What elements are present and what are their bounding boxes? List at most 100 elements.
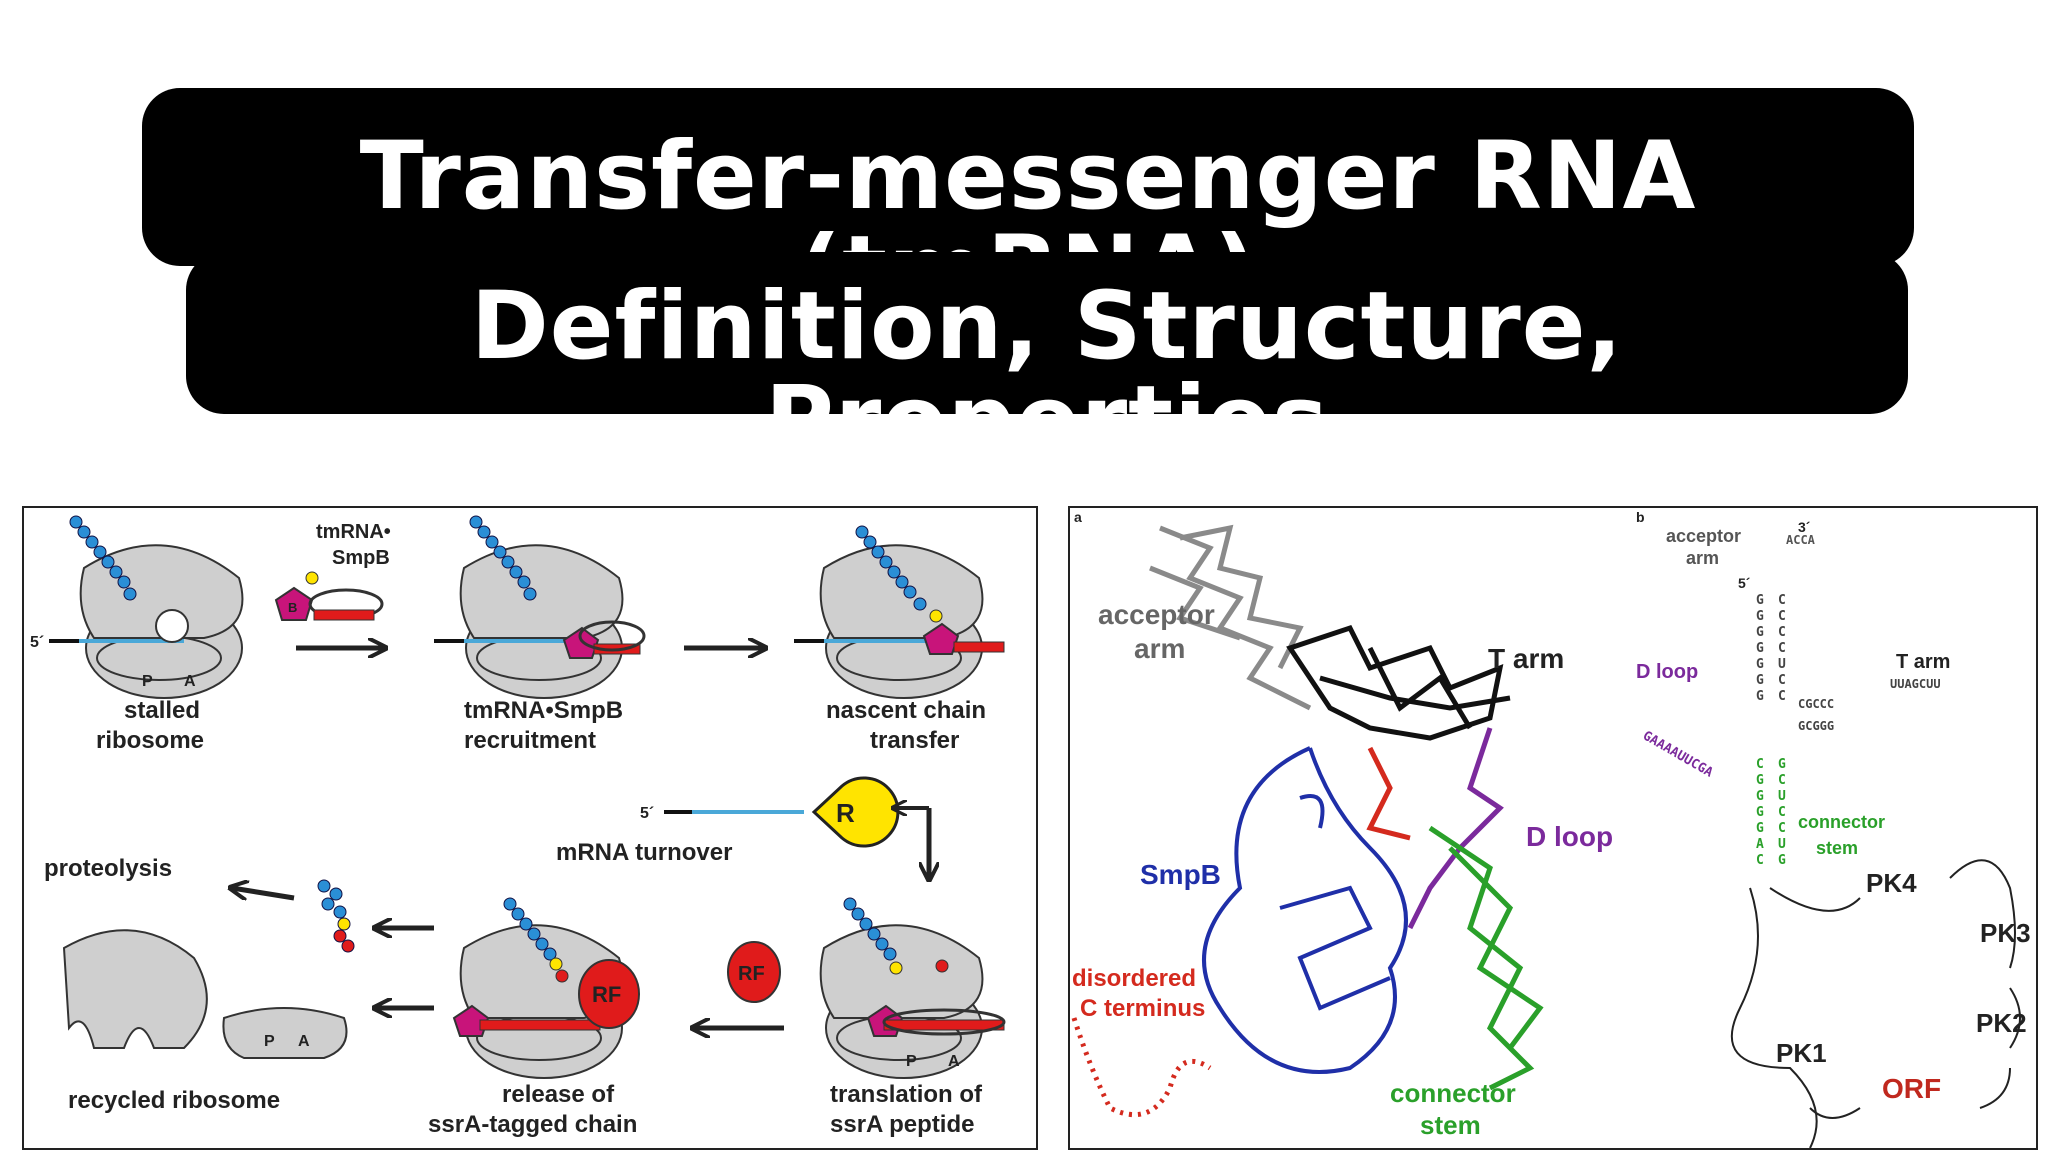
ribosome-recruitment: tmRNA•SmpB recruitment [434, 515, 646, 754]
svg-text:5´: 5´ [640, 805, 654, 822]
acceptor-arm-label-l2: arm [1134, 633, 1185, 664]
b-connector-l2: stem [1816, 838, 1858, 858]
tmrna-smpb-complex: tmRNA• SmpB B [274, 521, 391, 621]
nucleotide: G [1756, 593, 1764, 608]
nucleotide: C [1778, 821, 1786, 836]
svg-text:A: A [298, 1033, 310, 1050]
b-five-prime: 5´ [1738, 575, 1751, 591]
nucleotide: A [1756, 837, 1764, 852]
b-three-prime: 3´ [1798, 519, 1811, 535]
disordered-label-l1: disordered [1072, 965, 1196, 992]
nucleotide: G [1778, 853, 1786, 868]
step-recruit-l2: recruitment [464, 727, 596, 754]
ribosome-translation: P A translation of ssrA peptide [819, 897, 1006, 1138]
step-translation-l1: translation of [830, 1081, 983, 1108]
title-banner-line-2: Definition, Structure, Properties [186, 252, 1908, 468]
smpb-marker-1: B [288, 600, 297, 615]
panel-a-label: a [1074, 509, 1082, 525]
connector-label-l1: connector [1390, 1078, 1516, 1108]
svg-text:A: A [948, 1053, 960, 1070]
nucleotide: U [1778, 657, 1786, 672]
svg-text:P: P [906, 1053, 917, 1070]
connector-stem-model [1428, 825, 1544, 1091]
step-proteolysis: proteolysis [44, 855, 172, 882]
pk3-label: PK3 [1980, 918, 2031, 948]
acceptor-arm-label-l1: acceptor [1098, 599, 1215, 630]
nucleotide: G [1756, 641, 1764, 656]
nucleotide: C [1778, 641, 1786, 656]
t-arm-model [1286, 624, 1511, 741]
nascent-peptide-chain [69, 515, 137, 601]
step-release-l1: release of [502, 1081, 615, 1108]
seq-t-loop: UUAGCUU [1890, 677, 1941, 691]
nucleotide: G [1756, 821, 1764, 836]
nucleotide: G [1756, 673, 1764, 688]
title-banner-line-1: Transfer-messenger RNA (tmRNA) [142, 88, 1914, 318]
nucleotide: C [1778, 689, 1786, 704]
site-a-label: A [184, 673, 196, 690]
pk2-label: PK2 [1976, 1008, 2027, 1038]
tmrna-smpb-l2: SmpB [332, 547, 390, 569]
nucleotide: C [1778, 805, 1786, 820]
nucleotide: U [1778, 837, 1786, 852]
step-release-l2: ssrA-tagged chain [428, 1111, 637, 1138]
step-mrna-turnover: mRNA turnover [556, 839, 732, 866]
step-translation-l2: ssrA peptide [830, 1111, 974, 1138]
ribosome-transfer: nascent chain transfer [794, 525, 1005, 754]
r-marker: R [836, 798, 855, 828]
disordered-label-l2: C terminus [1080, 995, 1205, 1022]
structure-svg: a b acceptor arm T arm D loop SmpB disor… [1071, 509, 2031, 1148]
nucleotide: U [1778, 789, 1786, 804]
nucleotide: G [1756, 805, 1764, 820]
step-stalled-l1: stalled [124, 697, 200, 724]
b-d-loop-label: D loop [1636, 661, 1698, 683]
pk1-label: PK1 [1776, 1038, 1827, 1068]
nucleotide: G [1756, 609, 1764, 624]
b-connector-l1: connector [1798, 812, 1885, 832]
d-loop-model [1407, 727, 1504, 930]
step-transfer-l1: nascent chain [826, 697, 986, 724]
title-line-2-text: Definition, Structure, Properties [470, 272, 1624, 475]
cycle-svg: P A 5´ stalled ribosome tmRNA• SmpB B [30, 515, 1006, 1138]
step-recycled: recycled ribosome [68, 1087, 280, 1114]
connector-label-l2: stem [1420, 1110, 1481, 1140]
five-prime-label: 5´ [30, 634, 44, 651]
d-loop-label: D loop [1526, 821, 1613, 852]
orf-label: ORF [1882, 1073, 1941, 1104]
mrna-turnover-group: 5´ R mRNA turnover [556, 776, 929, 866]
nucleotide: C [1756, 757, 1764, 772]
nucleotide: C [1778, 609, 1786, 624]
rf-marker-1: RF [738, 963, 765, 985]
step-transfer-l2: transfer [870, 727, 959, 754]
acceptor-arm-model [1149, 524, 1312, 711]
panel-b-label: b [1636, 509, 1645, 525]
nucleotide: C [1778, 593, 1786, 608]
nucleotide: G [1756, 789, 1764, 804]
smpb-model [1202, 746, 1408, 1074]
ribosome-stalled: P A 5´ stalled ribosome [30, 515, 244, 754]
step-recruit-l1: tmRNA•SmpB [464, 697, 623, 724]
nucleotide: C [1756, 853, 1764, 868]
nucleotide: G [1756, 689, 1764, 704]
t-arm-label: T arm [1488, 643, 1564, 674]
tmrna-structure-figure: a b acceptor arm T arm D loop SmpB disor… [1068, 506, 2038, 1150]
b-acceptor-l2: arm [1686, 548, 1719, 568]
seq-t-bottom: GCGGG [1798, 719, 1834, 733]
site-p-label: P [142, 673, 153, 690]
nucleotide: G [1756, 657, 1764, 672]
linker-model [1366, 746, 1411, 841]
trans-translation-cycle-diagram: P A 5´ stalled ribosome tmRNA• SmpB B [22, 506, 1038, 1150]
nucleotide: G [1756, 625, 1764, 640]
pk4-label: PK4 [1866, 868, 1917, 898]
seq-d-loop: GAAAAUUCGA [1640, 728, 1715, 780]
ribosome-release: RF release of ssrA-tagged chain [428, 897, 640, 1138]
tagged-chain-fragment [317, 879, 355, 953]
smpb-label: SmpB [1140, 859, 1221, 890]
nucleotide: C [1778, 625, 1786, 640]
nucleotide: C [1778, 773, 1786, 788]
rf-marker-2: RF [592, 982, 621, 1007]
